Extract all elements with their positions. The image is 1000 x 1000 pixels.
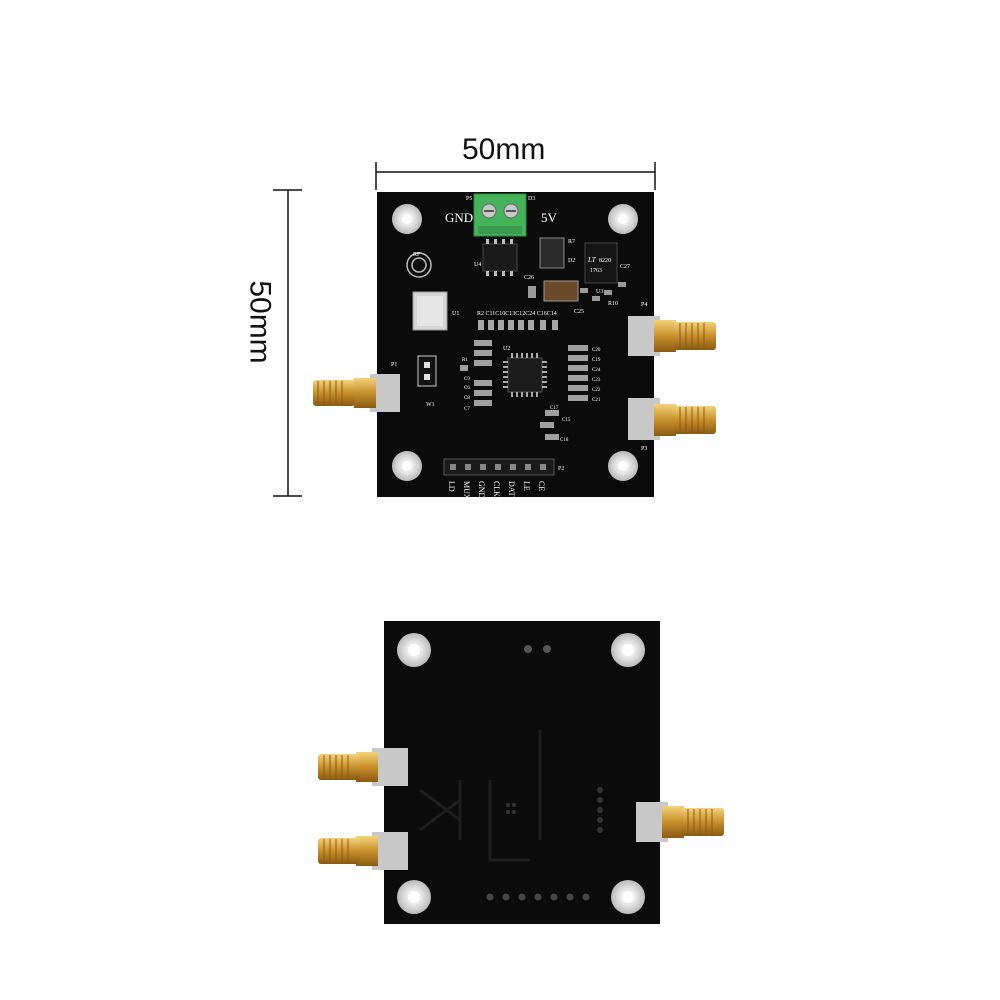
power-terminal-block xyxy=(473,193,527,237)
capacitor-row xyxy=(478,320,558,330)
left-capacitors xyxy=(460,340,492,406)
lt-regulator-chip: LT 8220 1763 xyxy=(584,242,618,284)
svg-text:C19: C19 xyxy=(592,358,601,363)
p4-label: P4 xyxy=(641,302,647,308)
pin-dat-label: DAT xyxy=(507,481,516,497)
capacitor xyxy=(539,237,565,269)
svg-text:R1: R1 xyxy=(462,358,468,363)
r7-label: R7 xyxy=(568,239,575,245)
r10-label: R10 xyxy=(608,301,618,307)
w1-jumper xyxy=(417,355,437,387)
svg-text:C22: C22 xyxy=(592,388,601,393)
front-pcb: GND 5V P5 D3 U4 R7 D2 C25 C26 LT 8220 17… xyxy=(377,192,654,500)
svg-text:C6: C6 xyxy=(464,386,470,391)
vias xyxy=(506,787,603,833)
u2-pll-chip xyxy=(503,353,547,397)
svg-text:RF: RF xyxy=(413,252,421,258)
svg-text:C15: C15 xyxy=(562,418,571,423)
u4-label: U4 xyxy=(474,262,481,268)
width-dimension-line xyxy=(375,162,656,190)
pin-le-label: LE xyxy=(522,481,531,491)
pin-gnd-label: GND xyxy=(477,481,486,499)
svg-text:C18: C18 xyxy=(560,438,569,443)
rf-logo: RF xyxy=(406,252,432,278)
header-solder-pads xyxy=(486,893,590,901)
svg-text:C17: C17 xyxy=(550,406,559,411)
u2-label: U2 xyxy=(503,346,510,352)
height-dimension-line xyxy=(273,189,302,497)
p5-label: P5 xyxy=(466,196,472,202)
pin-ce-label: CE xyxy=(537,481,546,491)
c25-label: C25 xyxy=(574,309,584,315)
u1-oscillator xyxy=(412,291,448,331)
sma-connector-left xyxy=(313,374,400,412)
mounting-hole xyxy=(397,633,645,914)
mounting-hole xyxy=(392,204,638,481)
tantalum-capacitor xyxy=(543,280,579,302)
u3-label: U3 xyxy=(596,289,603,295)
u4-chip xyxy=(482,239,518,276)
svg-text:C9: C9 xyxy=(464,377,470,382)
p1-label: P1 xyxy=(391,362,397,368)
svg-text:C21: C21 xyxy=(592,398,601,403)
lt-logo: LT xyxy=(587,256,597,264)
svg-text:C8: C8 xyxy=(464,396,470,401)
caps-row-label: R2 C11C10C13C12C24 C16C14 xyxy=(477,311,557,317)
header-pin-labels: LD MUX GND CLK DAT LE CE xyxy=(447,481,546,500)
sma-connector-right-top xyxy=(628,316,716,356)
pin-clk-label: CLK xyxy=(492,481,501,497)
p2-label: P2 xyxy=(558,466,564,472)
p3-label: P3 xyxy=(641,446,647,452)
p2-pin-header xyxy=(443,458,555,476)
5v-label: 5V xyxy=(541,210,558,225)
svg-text:C24: C24 xyxy=(592,368,601,373)
pin-ld-label: LD xyxy=(447,481,456,492)
regulator-line1: 8220 xyxy=(599,258,611,264)
pcb-traces xyxy=(419,730,542,862)
gnd-label: GND xyxy=(445,210,473,225)
small-components xyxy=(528,282,626,301)
sma-connector-back-left-bottom xyxy=(318,832,408,870)
c26-label: C26 xyxy=(524,275,534,281)
regulator-line2: 1763 xyxy=(590,268,602,274)
pin-mux-label: MUX xyxy=(462,481,471,500)
svg-text:C20: C20 xyxy=(592,348,601,353)
sma-connector-right-bottom xyxy=(628,398,716,440)
u1-label: U1 xyxy=(452,311,459,317)
svg-text:C23: C23 xyxy=(592,378,601,383)
back-pcb xyxy=(384,621,660,924)
sma-connector-back-right xyxy=(636,802,724,842)
w1-label: W1 xyxy=(426,402,435,408)
c27-label: C27 xyxy=(620,264,630,270)
svg-text:C7: C7 xyxy=(464,407,470,412)
width-dimension-label: 50mm xyxy=(462,133,546,166)
d3-label: D3 xyxy=(528,196,535,202)
right-capacitors xyxy=(540,345,588,440)
d2-label: D2 xyxy=(568,258,575,264)
sma-connector-back-left-top xyxy=(318,748,408,786)
